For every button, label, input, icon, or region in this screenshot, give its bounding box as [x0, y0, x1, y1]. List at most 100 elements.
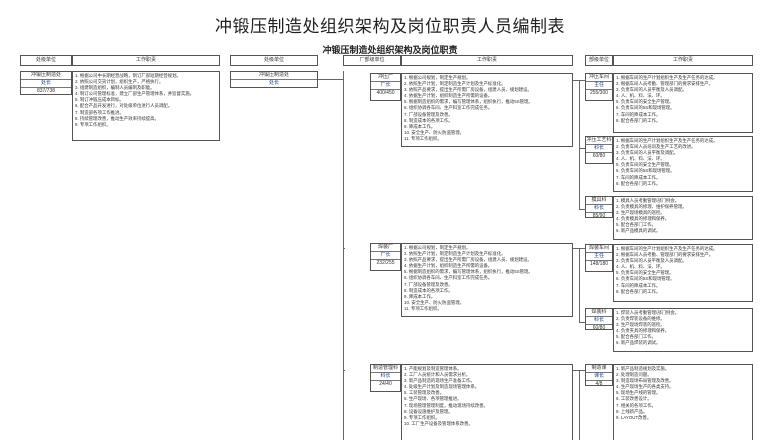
duty-line: 8. 持续管理改善，推动生产效率持续提高。 [75, 115, 159, 121]
duty-line: 2. 工厂人员统计和人员需求分析。 [404, 372, 471, 378]
department-unit: 冲压工艺科 科长 60/80 [585, 136, 613, 164]
factory-duties: 1. 根据公司规划，制定生产规划。 2. 依照生产计划，制定制造生产计划及生产标… [401, 73, 573, 147]
department-count: 4/8 [595, 381, 603, 387]
connector-horizontal [343, 248, 345, 249]
duty-line: 6. 配合产品开发进行，对处级单位进行人员调配。 [75, 103, 173, 109]
department-count: 60/80 [592, 325, 606, 331]
header-col5: 工作职责 [401, 55, 573, 66]
duty-line: 5. 根据制造组织的需求，编写管理体系，组织执行，推动5S管理。 [404, 269, 533, 275]
factory-name: 焊装厂 [371, 244, 400, 252]
factory-count: 24/40 [379, 381, 392, 387]
duty-line: 2. 依照生产计划，制定制造生产计划及生产标准化。 [404, 251, 506, 257]
connector-horizontal [579, 148, 585, 149]
duty-line: 2. 根据车间人员考勤、管理部门的要求安排生产。 [616, 81, 714, 87]
department-duties: 1. 根据车间的生产计划组织生产及生产任务的达成。 2. 负责车间人员培训及生产… [613, 136, 753, 192]
department-count: 60/80 [592, 153, 606, 159]
duty-line: 5. 工装管理及改善。 [404, 390, 445, 396]
top-unit-position: 处长 [21, 80, 71, 88]
top-unit-name: 冲锻压制造处 [21, 72, 71, 80]
department-unit: 焊装车间 主任 148/180 [585, 244, 613, 272]
connector-vertical [579, 370, 580, 440]
department-name: 模具科 [586, 197, 612, 205]
department-duties: 1. 根据车间的生产计划组织生产及生产任务的达成。 2. 根据车间人员考勤、管理… [613, 244, 753, 302]
factory-duties: 1. 根据公司规划，制定生产规划。 2. 依照生产计划，制定制造生产计划及生产标… [401, 243, 573, 317]
department-position: 主任 [586, 253, 612, 261]
duty-line: 5. 制订冲锻压成本目标。 [75, 97, 124, 103]
duty-line: 5. 负责车间的安全生产管理。 [616, 162, 674, 168]
header-col7: 工作职责 [613, 55, 753, 66]
factory-position: 厂长 [371, 252, 400, 260]
connector-horizontal [343, 370, 345, 371]
duty-line: 5. 根据制造组织的需求，编写管理体系，组织执行，推动5S管理。 [404, 99, 533, 105]
duty-line: 2. 依照公司交货计划，组织生产，严格执行。 [75, 79, 164, 85]
top-unit-box: 冲锻压制造处 处长 837/738 [20, 71, 72, 95]
duty-line: 3. 依照产品要求，提出生产所需厂房设备，组建人员、规划建设。 [404, 257, 532, 263]
duty-line: 7. 制造部各项工作推进。 [75, 109, 124, 115]
duty-line: 3. 依照产品要求，提出生产所需厂房设备，组建人员、规划建设。 [404, 87, 532, 93]
factory-count: 400/450 [376, 90, 395, 96]
duty-line: 4. 制订公司管理标准，建立厂部生产管理体系，并监督实施。 [75, 91, 195, 97]
factory-position: 厂长 [371, 82, 400, 90]
department-position: 科长 [586, 205, 612, 213]
duty-line: 10. 工厂生产设备及管理体系改善。 [404, 420, 473, 426]
duty-line: 6. 新产品模具的调试。 [616, 228, 661, 234]
duty-line: 3. 负责车间的人员平衡及调配。 [616, 150, 678, 156]
duty-line: 8. 制造成本的各项工作。 [404, 287, 453, 293]
duty-line: 1. 根据公司规划，制定生产规划。 [404, 75, 471, 80]
page-title: 冲锻压制造处组织架构及岗位职责人员编制表 [215, 17, 565, 37]
factory-unit: 焊装厂 厂长 232/255 [370, 243, 401, 271]
connector-vertical [579, 80, 580, 210]
duty-line: 9. LAYOUT改善。 [616, 414, 652, 420]
duty-line: 11. 专项工作组织。 [404, 305, 442, 311]
duty-line: 4. 负责夹具的修理和保养。 [616, 328, 670, 334]
duty-line: 7. 厂部设备管理及改善。 [404, 111, 453, 117]
duty-line: 9. 降成本工作。 [404, 293, 436, 299]
duty-line: 6. 组织协调各车间、生产科室工作完成任务。 [404, 275, 493, 281]
duty-line: 4. 人、机、料、法、环。 [616, 156, 665, 162]
department-count: 85/90 [592, 213, 606, 219]
factory-unit: 制造管理科 科长 24/40 [370, 364, 401, 392]
department-position: 科长 [586, 145, 612, 153]
department-position: 课长 [586, 373, 612, 381]
duty-line: 8. 配合各部门的工作。 [616, 180, 661, 186]
department-duties: 1. 模具人员考勤管理/部门例会。 2. 负责模具的修理、维护保养管理。 3. … [613, 196, 753, 240]
header-col6: 部级单位 [585, 55, 613, 66]
duty-line: 5. 负责车间的安全生产管理。 [616, 99, 674, 105]
duty-line: 7. 车间的降成本工作。 [616, 174, 661, 180]
department-count: 255/300 [589, 90, 609, 96]
department-count: 148/180 [589, 261, 609, 267]
duty-line: 8. 制造成本的各项工作。 [404, 117, 453, 123]
duty-line: 7. 车间的降成本工作。 [616, 282, 661, 288]
duty-line: 6. 新产品焊装的调试。 [616, 340, 661, 346]
right-header-unit: 冲锻压制造处 处长 [230, 71, 318, 88]
connector-vertical [343, 71, 344, 440]
duty-line: 3. 生产现场焊装的巡检。 [616, 322, 665, 328]
duty-line: 7. 车间的降成本工作。 [616, 111, 661, 117]
department-unit: 制造课 课长 4/8 [585, 364, 613, 387]
department-unit: 冲压车间 主任 255/300 [585, 73, 613, 101]
duty-line: 1. 根据公司规划，制定生产规划。 [404, 245, 471, 250]
duty-line: 4. 负责模具的修理和保养。 [616, 216, 670, 222]
department-position: 主任 [586, 82, 612, 90]
header-col1: 处级单位 [20, 55, 72, 66]
connector-vertical [579, 248, 580, 322]
duty-line: 7. 相关的各项工作。 [616, 402, 657, 408]
duty-line: 8. 配合各部门的工作。 [616, 288, 661, 294]
right-header-unit-position: 处长 [268, 80, 279, 86]
header-col4: 厂部级单位 [343, 55, 401, 66]
duty-line: 4. 人、机、料、法、环。 [616, 93, 665, 99]
duty-line: 8. 设备设施维护及管理。 [404, 408, 453, 414]
connector-horizontal [579, 322, 585, 323]
department-name: 冲压车间 [586, 74, 612, 82]
department-name: 冲压工艺科 [586, 137, 612, 145]
duty-line: 3. 负责车间的人员平衡及人员调配。 [616, 258, 687, 264]
duty-line: 8. 配合各部门的工作。 [616, 117, 661, 123]
factory-duties: 1. 产能规划及制造管理体系。 2. 工厂人员统计和人员需求分析。 3. 新产品… [401, 364, 573, 440]
duty-line: 1. 焊装人员考勤管理/部门例会。 [616, 310, 680, 315]
factory-count: 232/255 [376, 260, 395, 266]
duty-line: 1. 新产品制造规划及实施。 [616, 366, 670, 371]
duty-line: 6. 生产现场、各项管理推进。 [404, 396, 462, 402]
duty-line: 3. 制造现场布局管理及改善。 [616, 378, 674, 384]
right-header-unit-name: 冲锻压制造处 [231, 72, 317, 80]
department-duties: 1. 焊装人员考勤管理/部门例会。 2. 负责焊装设备的维修。 3. 生产现场焊… [613, 308, 753, 352]
